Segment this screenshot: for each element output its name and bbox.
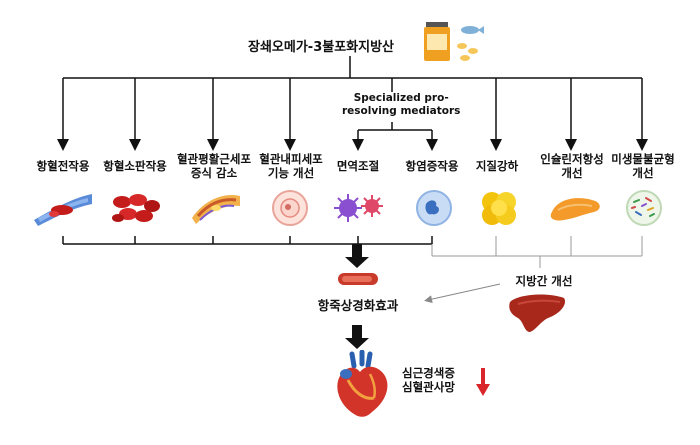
liver-label: 지방간 개선 [515,274,573,288]
title: 장쇄오메가-3불포화지방산 [248,40,395,55]
spm-label-line1: Specialized pro- [353,92,449,104]
blood-clot-vessel-icon [34,194,92,226]
effect-label-anti-inflammatory: 항염증작용 [405,159,459,173]
microbiome-icon [626,190,662,226]
endothelial-cell-icon [272,190,308,226]
lipid-droplets-icon [482,192,516,225]
pancreas-icon [550,198,600,221]
liver-icon [509,294,566,332]
outcome-label: 심근경색증 심혈관사망 [402,366,472,394]
platelets-icon [112,194,160,222]
outcome-line2: 심혈관사망 [402,380,455,394]
immune-cells-icon [334,194,383,222]
heart-icon [337,350,388,417]
spm-label: Specialized pro- resolving mediators [342,92,460,118]
artery-icon [338,273,378,285]
outcome-line1: 심근경색증 [402,366,455,380]
effect-label-lipid-lowering: 지질강하 [475,159,519,173]
anti-atherosclerosis-label: 항죽상경화효과 [317,298,399,313]
smooth-muscle-cells-icon [192,194,240,224]
effect-label-immunomodulation: 면역조절 [336,159,380,173]
effect-label-antithrombotic: 항혈전작용 [36,159,90,173]
fish-oil-supplement-icon [424,22,484,61]
spm-label-line2: resolving mediators [342,105,461,117]
effect-label-antiplatelet: 항혈소판작용 [103,159,167,173]
inflammatory-cell-icon [416,190,452,226]
red-down-arrow-icon [476,368,490,396]
